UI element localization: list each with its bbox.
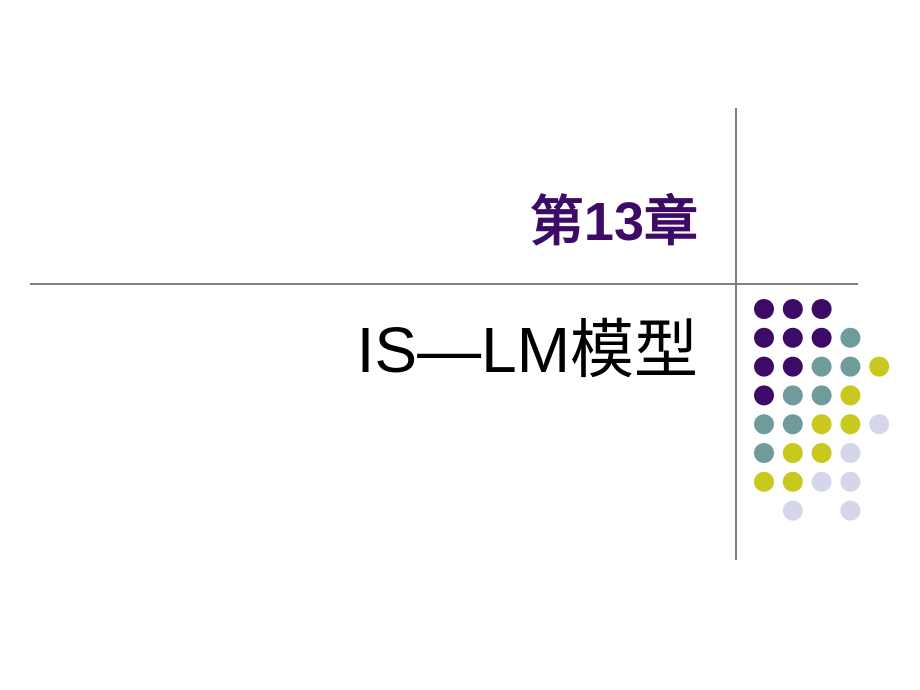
decor-dot-lavender: [811, 471, 832, 492]
decor-dot-teal: [754, 443, 774, 463]
decor-dot-purple: [754, 385, 774, 406]
decor-dot-teal: [840, 356, 861, 377]
decor-dot-teal: [754, 414, 774, 435]
decor-dot-purple: [811, 327, 832, 348]
decor-dot-teal: [782, 414, 803, 435]
decor-dot-purple: [754, 299, 774, 319]
decor-dot-yellow: [869, 356, 890, 377]
decor-dot-purple: [782, 299, 803, 319]
decor-dot-teal: [811, 356, 832, 377]
decor-dot-lavender: [840, 471, 861, 492]
decor-dot-purple: [811, 299, 832, 319]
decor-dot-teal: [811, 385, 832, 406]
decor-dot-purple: [754, 327, 774, 348]
decor-dot-teal: [782, 385, 803, 406]
horizontal-rule: [30, 283, 858, 285]
vertical-rule: [735, 108, 737, 560]
slide-subtitle: IS—LM模型: [356, 314, 698, 386]
decor-dot-yellow: [782, 471, 803, 492]
decor-dot-teal: [840, 327, 861, 348]
decor-dot-purple: [782, 327, 803, 348]
decor-dot-purple: [782, 356, 803, 377]
decor-dot-yellow: [811, 414, 832, 435]
decor-dot-yellow: [811, 443, 832, 463]
decor-dot-yellow: [754, 471, 774, 492]
decor-dot-lavender: [840, 443, 861, 463]
decor-dot-yellow: [840, 414, 861, 435]
decor-dot-lavender: [782, 500, 803, 521]
chapter-title: 第13章: [529, 192, 698, 252]
decor-dot-yellow: [840, 385, 861, 406]
decor-dot-purple: [754, 356, 774, 377]
decor-dot-yellow: [782, 443, 803, 463]
decor-dot-lavender: [840, 500, 861, 521]
decor-dot-lavender: [869, 414, 890, 435]
